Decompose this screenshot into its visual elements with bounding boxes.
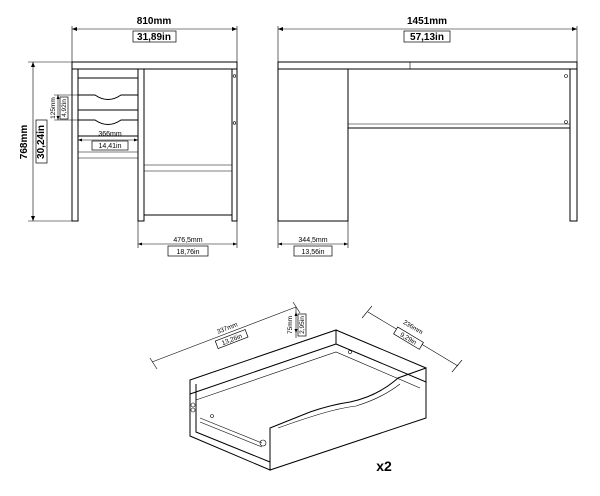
front-drawer-height-in-box [59,96,69,120]
side-left-pedestal [277,68,349,222]
drawer-detail: 337mm 13,26in 75mm 2,95in 236mm 9,29in [149,301,463,474]
drawer-depth-in-box [393,326,424,350]
front-drawer-height-mm: 125mm [50,97,57,119]
side-width-in-box [403,30,451,43]
front-view: 810mm 31,89in 768mm 30,24in [19,16,238,257]
side-leg-width-mm: 344,5mm [298,237,327,244]
front-desk-top [71,61,238,70]
front-height-in: 30,24in [36,125,47,159]
front-width-mm: 810mm [137,16,172,27]
front-drawer-width-in-box [91,140,129,151]
front-cabinet-width-in-box [167,245,209,257]
drawer-height-in: 2,95in [299,316,306,334]
front-width-in: 31,89in [137,32,171,43]
side-desk-top [277,61,578,70]
side-width-in: 57,13in [410,32,444,43]
side-width-mm: 1451mm [407,16,447,27]
front-cabinet-width-mm: 476,5mm [173,237,202,244]
front-cabinet-door [143,68,233,216]
drawer-illustration [189,329,427,471]
front-height-in-box [35,119,48,164]
side-leg-width-in-box [293,245,333,257]
front-cabinet-right-wall [231,68,238,222]
front-cabinet-left-wall [137,68,145,222]
front-cabinet-width-in: 18,76in [177,249,200,256]
drawer-height-mm: 75mm [287,316,294,334]
drawer-quantity: x2 [376,458,392,474]
side-right-leg [569,68,578,222]
front-drawer-height-in: 4,92in [61,99,68,117]
drawer-front-panel [269,367,427,471]
front-width-in-box [132,30,177,43]
front-drawer-1 [77,94,139,111]
front-height-mm: 768mm [19,125,30,160]
drawer-length-in-box [214,329,249,349]
front-drawer-width-in: 14,41in [99,143,122,150]
side-back-panel [348,68,571,129]
front-drawer-width-mm: 366mm [98,131,122,138]
side-view: 1451mm 57,13in 344,5mm 13,56in [277,16,578,257]
drawer-height-in-box [297,313,307,337]
side-leg-width-in: 13,56in [302,249,325,256]
front-drawer-rail [77,68,139,79]
front-left-panel [71,68,79,222]
